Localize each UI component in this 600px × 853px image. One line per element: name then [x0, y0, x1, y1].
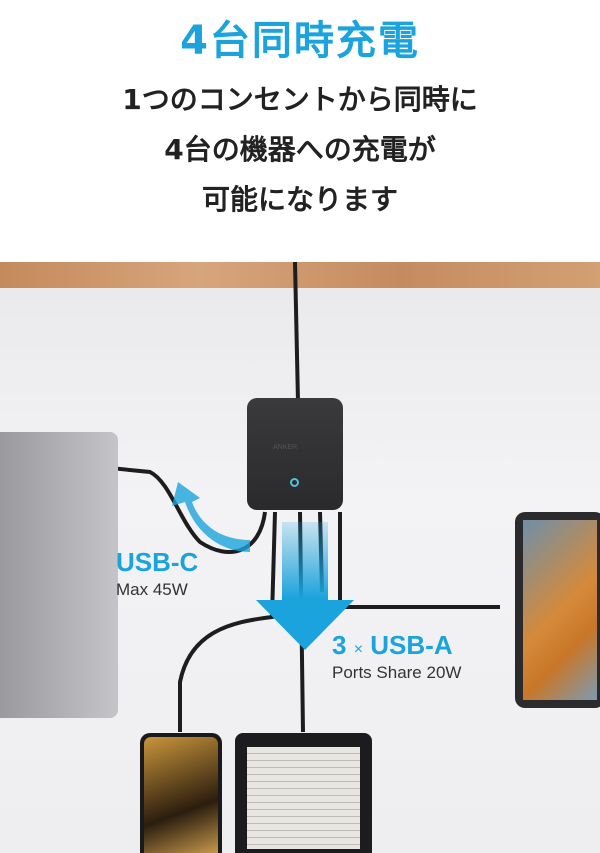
- usb-c-detail: Max 45W: [116, 580, 188, 599]
- tablet: [515, 512, 600, 708]
- curved-arrow-icon: [172, 482, 250, 552]
- usb-a-label: 3 × USB-A: [332, 630, 453, 661]
- ereader: [235, 733, 372, 853]
- subtitle-line-2: 4台の機器への充電が: [164, 133, 436, 166]
- headline: 4台同時充電: [180, 18, 420, 64]
- usb-a-times: ×: [353, 641, 364, 658]
- usb-a-detail: Ports Share 20W: [332, 663, 462, 682]
- smartphone: [140, 733, 222, 853]
- subtitle-line-1: 1つのコンセントから同時に: [122, 83, 478, 116]
- arrows: [172, 482, 354, 650]
- usb-a-count: 3: [332, 630, 347, 660]
- subtitle-line-3: 可能になります: [201, 183, 398, 216]
- down-arrow-icon: [256, 522, 354, 650]
- usb-c-label: USB-C: [116, 547, 199, 577]
- usb-a-title: USB-A: [370, 630, 453, 660]
- product-photo: ANKER USB-C Max 45W 3 × USB-A Ports Shar…: [0, 262, 600, 853]
- power-indicator-icon: [290, 478, 299, 487]
- wood-edge: [0, 262, 600, 288]
- laptop: [0, 432, 118, 718]
- charger-logo: ANKER: [273, 444, 298, 451]
- charger: ANKER: [247, 398, 343, 510]
